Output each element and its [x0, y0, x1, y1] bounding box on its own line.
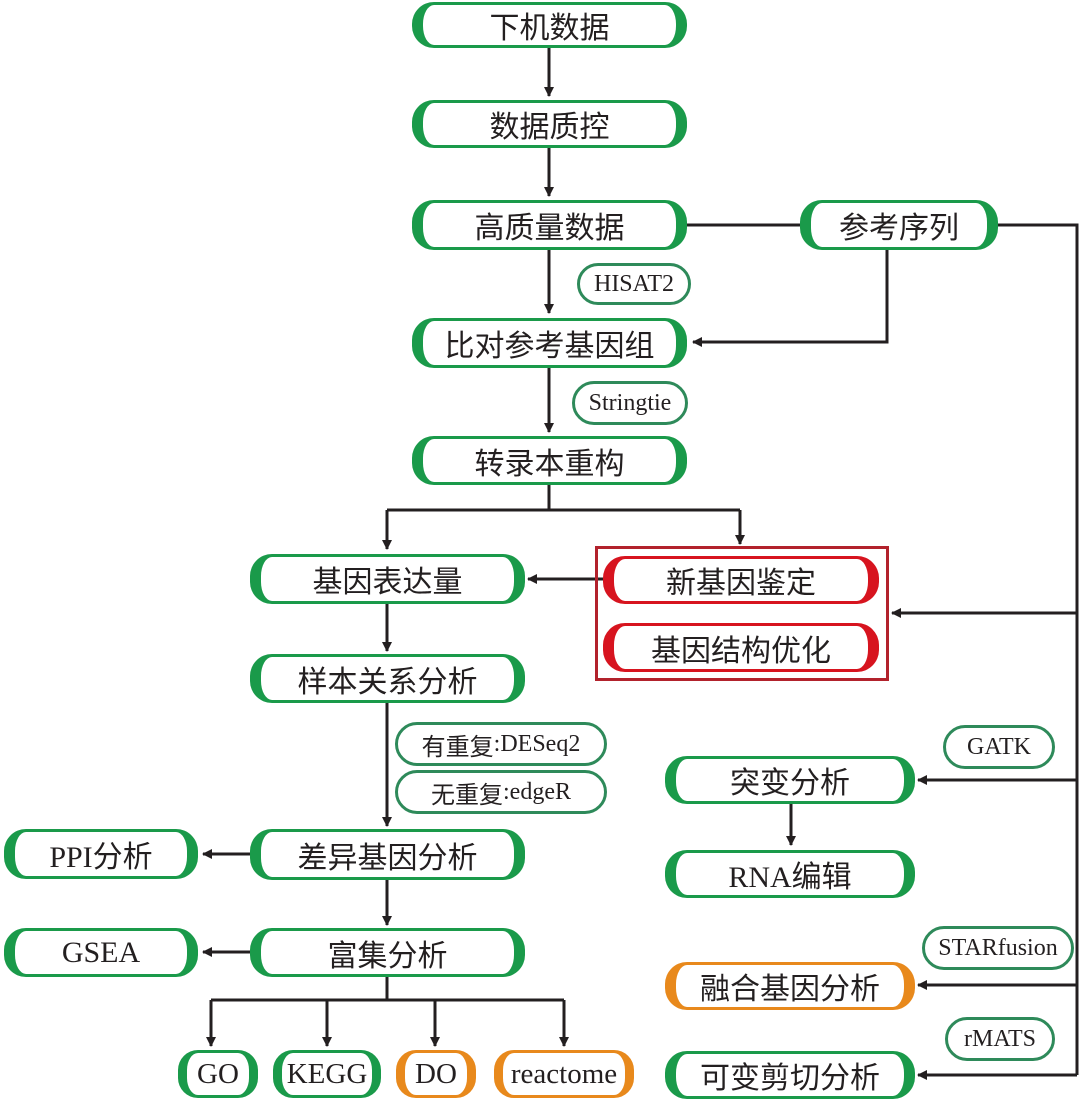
tool-rmats[interactable]: rMATS [945, 1017, 1055, 1061]
node-mutation-analysis[interactable]: 突变分析 [665, 756, 915, 804]
tool-hisat2[interactable]: HISAT2 [577, 263, 691, 305]
node-label: KEGG [286, 1057, 368, 1090]
node-label: 差异基因分析 [297, 840, 478, 876]
node-reactome[interactable]: reactome [494, 1050, 634, 1098]
node-label: 可变剪切分析 [700, 1061, 880, 1096]
node-alignment[interactable]: 比对参考基因组 [412, 318, 687, 368]
node-alternative-splicing[interactable]: 可变剪切分析 [665, 1051, 915, 1099]
node-label: DO [415, 1057, 457, 1090]
node-label: 比对参考基因组 [444, 329, 655, 364]
line-reference-right-rail [998, 223, 1079, 1075]
node-label: 样本关系分析 [297, 664, 478, 700]
tool-label: :edgeR [503, 778, 571, 805]
tool-label: HISAT2 [593, 270, 674, 297]
node-novel-gene[interactable]: 新基因鉴定 [603, 556, 879, 604]
node-reference-sequence[interactable]: 参考序列 [800, 200, 998, 250]
tool-label: GATK [967, 733, 1031, 760]
node-label: 数据质控 [489, 110, 610, 145]
node-ppi-analysis[interactable]: PPI分析 [4, 829, 198, 879]
tool-edger[interactable]: 无重复:edgeR [395, 770, 607, 814]
node-label: 高质量数据 [474, 211, 625, 246]
novel-gene-group-frame [595, 546, 889, 681]
tool-label: Stringtie [588, 389, 672, 416]
node-differential-genes[interactable]: 差异基因分析 [250, 829, 525, 880]
node-label: 下机数据 [489, 11, 610, 46]
node-label: 基因结构优化 [651, 633, 831, 669]
node-gene-structure[interactable]: 基因结构优化 [603, 623, 879, 672]
node-raw-data[interactable]: 下机数据 [412, 2, 687, 48]
tool-stringtie[interactable]: Stringtie [572, 381, 688, 425]
tool-condition: 无重复 [431, 780, 503, 809]
node-label: 参考序列 [839, 211, 959, 246]
tool-label: rMATS [963, 1025, 1036, 1052]
node-label: GSEA [61, 935, 141, 969]
node-go[interactable]: GO [178, 1050, 258, 1098]
tool-deseq2[interactable]: 有重复:DESeq2 [395, 722, 607, 766]
arrow-reference-to-align [692, 250, 889, 347]
node-label: 富集分析 [327, 938, 448, 974]
node-clean-data[interactable]: 高质量数据 [412, 200, 687, 250]
node-label: 基因表达量 [312, 565, 463, 600]
tool-condition: 有重复 [421, 732, 494, 761]
tool-label: STARfusion [938, 934, 1058, 961]
node-enrichment[interactable]: 富集分析 [250, 928, 525, 977]
node-quality-control[interactable]: 数据质控 [412, 100, 687, 148]
node-gene-expression[interactable]: 基因表达量 [250, 554, 525, 604]
node-label: 转录本重构 [474, 446, 625, 482]
node-rna-editing[interactable]: RNA编辑 [665, 850, 915, 898]
node-label: 突变分析 [730, 766, 850, 801]
node-label: PPI分析 [49, 841, 153, 874]
node-label: 融合基因分析 [700, 972, 880, 1007]
tool-starfusion[interactable]: STARfusion [922, 926, 1074, 970]
node-label: GO [197, 1057, 239, 1090]
node-label: RNA编辑 [728, 861, 852, 894]
tool-label: :DESeq2 [493, 730, 581, 757]
tool-gatk[interactable]: GATK [943, 725, 1055, 769]
node-do[interactable]: DO [396, 1050, 476, 1098]
node-transcript-reconstruction[interactable]: 转录本重构 [412, 436, 687, 485]
node-label: 新基因鉴定 [666, 566, 816, 601]
node-kegg[interactable]: KEGG [273, 1050, 381, 1098]
node-label: reactome [510, 1057, 618, 1090]
node-sample-relation[interactable]: 样本关系分析 [250, 654, 525, 703]
node-fusion-gene[interactable]: 融合基因分析 [665, 962, 915, 1010]
node-gsea[interactable]: GSEA [4, 928, 198, 977]
